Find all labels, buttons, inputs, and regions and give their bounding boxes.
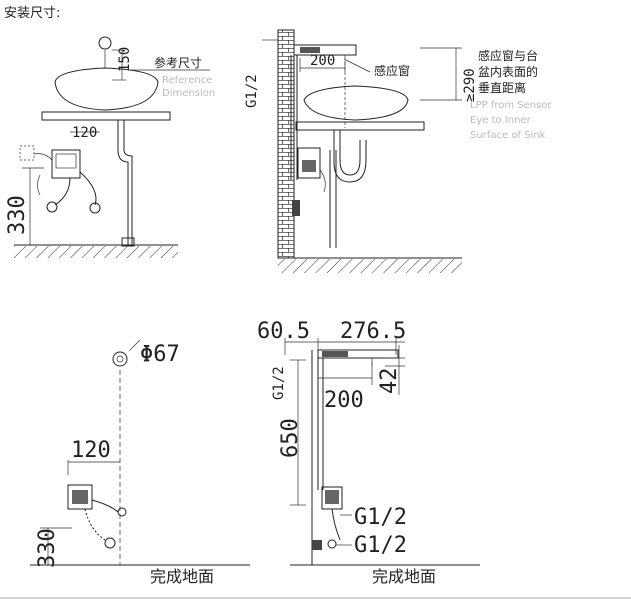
fig3-dim-diameter: Φ67	[140, 342, 180, 367]
fig4-thread-vertical: G1/2	[271, 366, 287, 400]
fig2-basin	[303, 85, 409, 121]
fig2-thread-label: G1/2	[244, 74, 260, 108]
wall-spout	[293, 44, 357, 56]
fig2-sensor-window-label: 感应窗	[374, 63, 410, 78]
fig2-note-en-3: Surface of Sink	[470, 130, 546, 141]
angle-valve-left-icon	[46, 201, 58, 213]
fig1-ref-en-2: Dimension	[162, 88, 215, 99]
fig4-side-view: 60.5 276.5 42 200 G1/2 650	[257, 319, 480, 586]
floor-hatch	[14, 246, 178, 258]
fig2-note-cn-3: 垂直距离	[478, 80, 526, 95]
fig4-valve	[312, 540, 322, 550]
fig4-dim-650: 650	[278, 418, 303, 458]
angle-valve-right-icon	[89, 202, 101, 214]
fig2-note-en-2: Eye to Inner	[470, 115, 532, 126]
fig2-dim-290: ≥290	[462, 68, 478, 102]
fig4-thread-1: G1/2	[354, 505, 407, 530]
fig1-dim-330: 330	[5, 195, 30, 235]
power-socket	[19, 145, 35, 161]
fig3-sensor-head-icon	[112, 351, 128, 367]
fig3-angle-valve-icon	[104, 537, 116, 549]
fig4-dim-276-5: 276.5	[340, 319, 406, 344]
fig4-dim-200: 200	[324, 388, 364, 413]
fig4-ground-label: 完成地面	[372, 567, 436, 586]
fig3-ground-label: 完成地面	[150, 567, 214, 586]
fig1-ref-en-1: Reference	[162, 75, 212, 86]
fig1-dim-120: 120	[72, 125, 97, 141]
fig3-control-box	[67, 484, 93, 510]
fig4-thread-2: G1/2	[354, 533, 407, 558]
fig3-dim-120: 120	[71, 438, 111, 463]
fig4-dim-60-5: 60.5	[257, 319, 310, 344]
brick-wall	[277, 29, 295, 259]
fig3-front-view: Φ67 120 330 完成地面	[30, 339, 250, 586]
fig2-wall-mount-view: G1/2 200 感应窗 ≥290 感应窗与台	[244, 29, 552, 273]
fig2-note-cn-2: 盆内表面的	[478, 64, 538, 79]
fig2-floor-hatch	[278, 259, 462, 273]
fig2-countertop	[295, 121, 425, 131]
fig3-dim-330: 330	[35, 528, 60, 568]
fig1-ref-label: 参考尺寸	[154, 55, 202, 70]
fig2-note-cn-1: 感应窗与台	[478, 48, 538, 63]
basin	[54, 67, 159, 111]
fig2-note-en-1: LPP from Sensor	[470, 100, 552, 111]
page-title: 安装尺寸:	[4, 6, 61, 21]
fig1-dim-150: 150	[117, 47, 133, 72]
fig4-dim-42: 42	[377, 368, 402, 395]
fig4-spout	[317, 349, 399, 359]
fig2-valve	[292, 200, 300, 216]
sensor-head-icon	[98, 36, 112, 50]
countertop	[41, 111, 171, 121]
fig2-control-box	[297, 147, 321, 179]
fig2-dim-200: 200	[310, 53, 335, 69]
fig1-counter-mount-view: 150 参考尺寸 Reference Dimension 120 330	[5, 36, 215, 258]
control-box	[51, 149, 81, 179]
